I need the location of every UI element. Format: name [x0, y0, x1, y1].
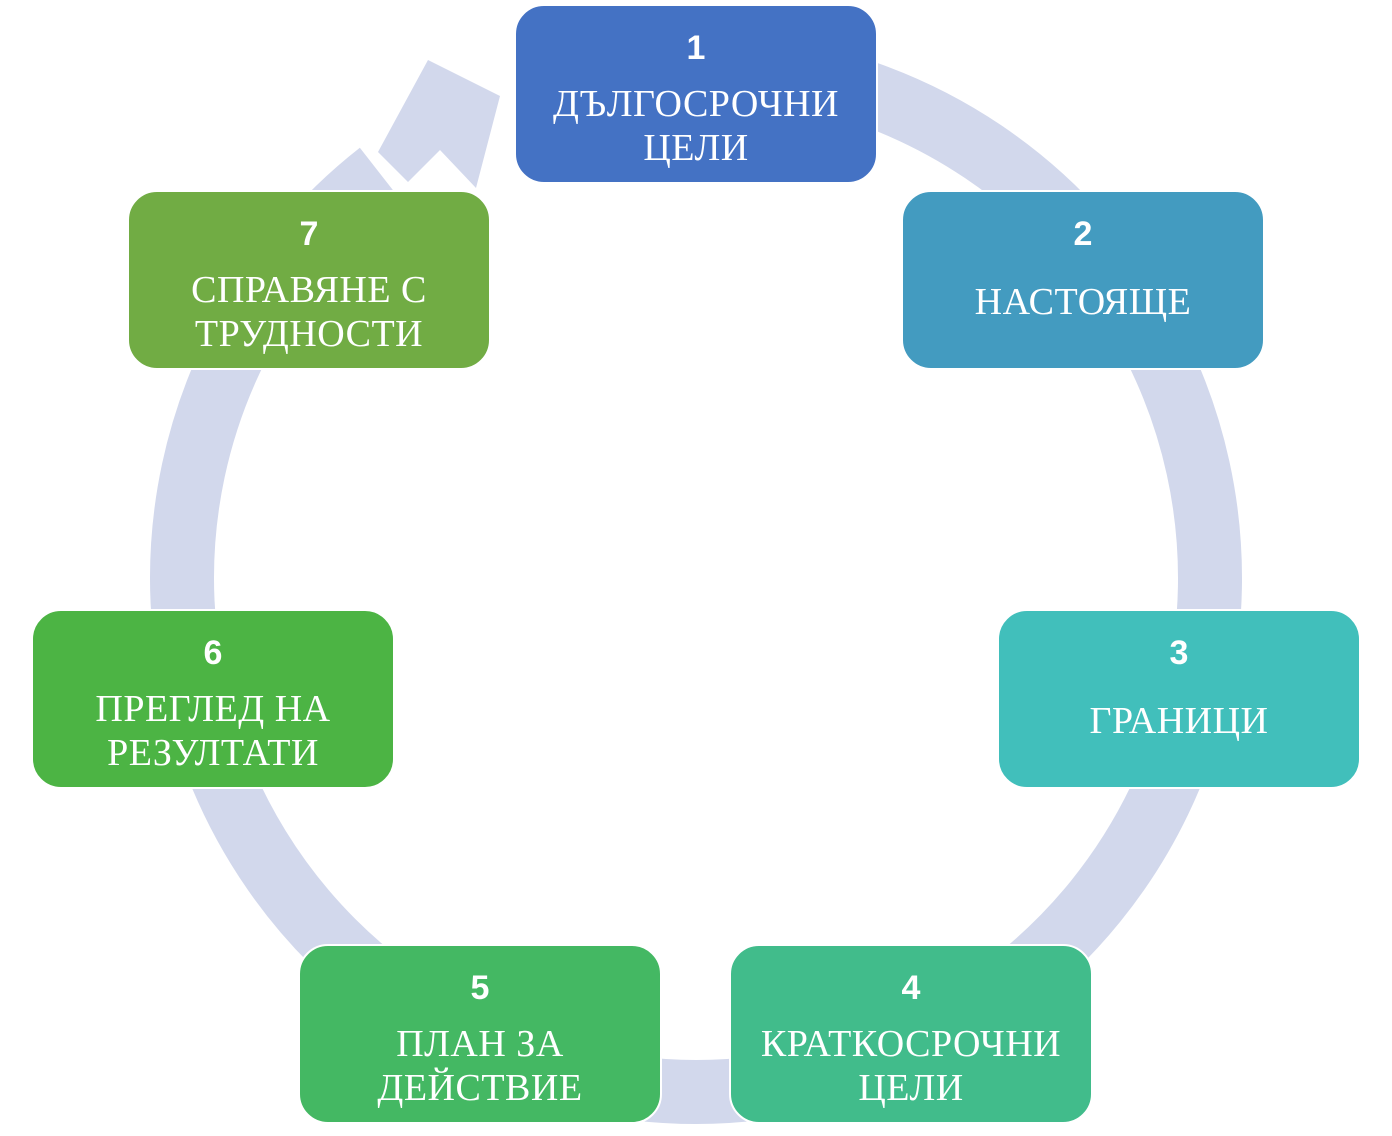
step-6-label: ПРЕГЛЕД НА РЕЗУЛТАТИ [43, 687, 383, 775]
step-7-number: 7 [299, 215, 319, 253]
step-4-label-line2: ЦЕЛИ [858, 1067, 964, 1109]
step-5-node: 5 ПЛАН ЗА ДЕЙСТВИЕ [298, 944, 662, 1124]
step-3-label-line1: ГРАНИЦИ [1089, 700, 1269, 742]
step-4-label-line1: КРАТКОСРОЧНИ [760, 1023, 1062, 1065]
step-3-node: 3 ГРАНИЦИ [997, 609, 1361, 789]
step-5-label: ПЛАН ЗА ДЕЙСТВИЕ [310, 1022, 650, 1110]
step-3-label: ГРАНИЦИ [1009, 699, 1349, 743]
step-3-number: 3 [1169, 634, 1189, 672]
step-7-label: СПРАВЯНЕ С ТРУДНОСТИ [139, 268, 479, 356]
step-7-label-line1: СПРАВЯНЕ С [191, 269, 427, 311]
step-1-label: ДЪЛГОСРОЧНИ ЦЕЛИ [526, 82, 866, 170]
step-7-node: 7 СПРАВЯНЕ С ТРУДНОСТИ [127, 190, 491, 370]
step-6-node: 6 ПРЕГЛЕД НА РЕЗУЛТАТИ [31, 609, 395, 789]
step-4-number: 4 [901, 969, 921, 1007]
step-6-label-line1: ПРЕГЛЕД НА [95, 688, 331, 730]
step-2-label-line1: НАСТОЯЩЕ [974, 281, 1192, 323]
step-1-label-line2: ЦЕЛИ [643, 127, 749, 169]
step-5-number: 5 [470, 969, 490, 1007]
step-1-node: 1 ДЪЛГОСРОЧНИ ЦЕЛИ [514, 4, 878, 184]
step-4-label: КРАТКОСРОЧНИ ЦЕЛИ [741, 1022, 1081, 1110]
step-1-number: 1 [686, 29, 706, 67]
step-2-label: НАСТОЯЩЕ [913, 280, 1253, 324]
step-6-number: 6 [203, 634, 223, 672]
step-2-number: 2 [1073, 215, 1093, 253]
step-6-label-line2: РЕЗУЛТАТИ [107, 732, 319, 774]
step-5-label-line1: ПЛАН ЗА [396, 1023, 564, 1065]
step-4-node: 4 КРАТКОСРОЧНИ ЦЕЛИ [729, 944, 1093, 1124]
step-7-label-line2: ТРУДНОСТИ [194, 313, 424, 355]
step-2-node: 2 НАСТОЯЩЕ [901, 190, 1265, 370]
cycle-arrowhead [378, 60, 500, 188]
step-1-label-line1: ДЪЛГОСРОЧНИ [553, 83, 839, 125]
step-5-label-line2: ДЕЙСТВИЕ [377, 1067, 583, 1109]
